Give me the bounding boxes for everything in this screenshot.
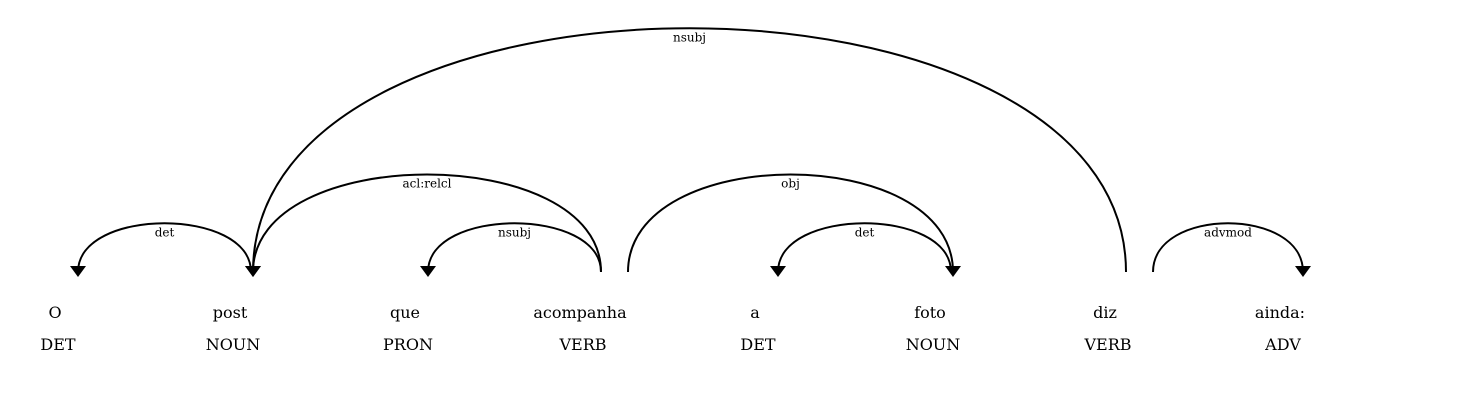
token-pos-tag: ADV xyxy=(1264,335,1301,354)
arcs-layer xyxy=(70,27,1311,277)
token-pos-tag: DET xyxy=(40,335,76,354)
token-pos-tag: NOUN xyxy=(906,335,961,354)
arc-label: det xyxy=(855,225,875,239)
token-word: a xyxy=(750,303,760,322)
arc-label: nsubj xyxy=(498,225,531,239)
token-pos-tag: VERB xyxy=(1083,335,1131,354)
token-word: post xyxy=(213,303,248,322)
dependency-arc xyxy=(627,173,954,273)
dependency-arc xyxy=(1152,222,1304,273)
dependency-arc xyxy=(427,222,602,273)
arc-labels-layer: det acl:relcl nsubj obj det nsubj advmod xyxy=(155,30,1253,239)
token-word: diz xyxy=(1093,303,1117,322)
arc-label: acl:relcl xyxy=(403,177,452,191)
token-pos-tag: PRON xyxy=(383,335,433,354)
arrowhead-icon xyxy=(420,266,436,277)
token-pos-tag: DET xyxy=(740,335,776,354)
token-word: ainda: xyxy=(1255,303,1305,322)
arrowhead-icon xyxy=(1295,266,1311,277)
arc-label: obj xyxy=(781,177,800,191)
arrowhead-icon xyxy=(770,266,786,277)
arc-label: nsubj xyxy=(673,30,706,44)
dependency-arc xyxy=(77,222,252,273)
dependency-arc xyxy=(252,27,1127,273)
arc-label: det xyxy=(155,225,175,239)
arrowhead-icon xyxy=(70,266,86,277)
token-pos-tag: VERB xyxy=(558,335,606,354)
arrowhead-icon xyxy=(945,266,961,277)
token-word: que xyxy=(390,303,420,322)
token-word: O xyxy=(48,303,61,322)
arrowhead-icon xyxy=(245,266,261,277)
token-pos-tag: NOUN xyxy=(206,335,261,354)
token-word: foto xyxy=(914,303,946,322)
token-word: acompanha xyxy=(533,303,627,322)
dependency-arc xyxy=(252,173,602,273)
arc-label: advmod xyxy=(1204,225,1252,239)
dependency-arc xyxy=(777,222,952,273)
